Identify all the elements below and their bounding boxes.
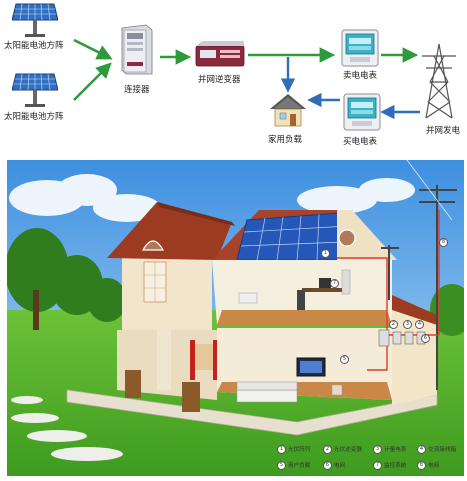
flow-diagram: 太阳能电池方阵 太阳能电池方阵 — [0, 0, 467, 155]
solar-array-label-2: 太阳能电池方阵 — [4, 112, 64, 122]
callout-marker: 2 — [389, 320, 400, 329]
meter-icon — [341, 29, 379, 67]
inverter-icon — [195, 41, 245, 67]
sell-meter-label: 卖电电表 — [343, 71, 378, 81]
callout-marker: 4 — [415, 320, 426, 329]
house-illustration — [7, 160, 464, 476]
callout-marker: 1 — [321, 249, 332, 258]
callout-marker: 6 — [421, 334, 432, 343]
solar-panel-icon — [12, 73, 58, 107]
inverter-label: 并网逆变器 — [198, 75, 241, 85]
flow-arrows — [73, 38, 420, 120]
connector-label: 连接器 — [124, 85, 150, 95]
buy-meter-label: 买电电表 — [343, 137, 378, 147]
callout-marker: 3 — [403, 320, 414, 329]
callout-marker: 8 — [439, 238, 450, 247]
house-icon — [270, 94, 306, 127]
solar-array-label-1: 太阳能电池方阵 — [4, 41, 64, 51]
connector-icon — [121, 24, 153, 75]
transmission-tower-icon — [422, 43, 456, 119]
callout-marker: 7 — [330, 279, 341, 288]
household-load-label: 家用负载 — [268, 135, 303, 145]
meter-icon — [343, 93, 381, 131]
grid-label: 并网发电 — [426, 126, 461, 136]
callout-marker: 5 — [340, 355, 351, 364]
solar-panel-icon — [12, 3, 58, 37]
